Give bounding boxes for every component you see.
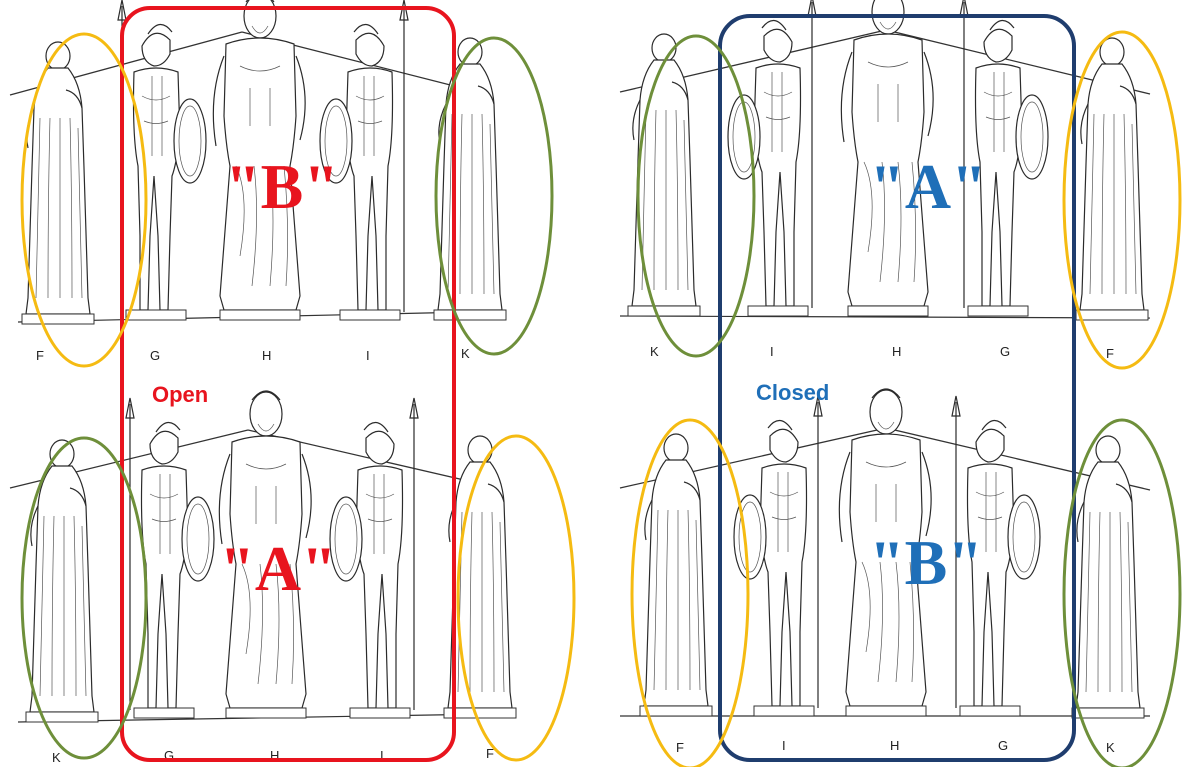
label-b-open: "B" xyxy=(225,151,339,222)
figure-letter: F xyxy=(1106,346,1114,361)
statue-figure xyxy=(639,433,713,717)
statue-figure xyxy=(25,439,99,723)
figure-letter: H xyxy=(892,344,901,359)
figure-letter: G xyxy=(998,738,1008,753)
figure-letter: F xyxy=(486,746,494,761)
figure-letter: H xyxy=(262,348,271,363)
green-ellipse xyxy=(20,436,148,760)
label-a-open: "A" xyxy=(219,533,336,604)
figure-letter: H xyxy=(890,738,899,753)
statue-figure xyxy=(329,397,419,719)
yellow-ellipse xyxy=(20,32,148,368)
statue-figure xyxy=(21,41,95,325)
figure-letter: G xyxy=(150,348,160,363)
figure-letter: K xyxy=(52,750,61,765)
yellow-ellipse xyxy=(630,418,750,767)
figure-letter: F xyxy=(36,348,44,363)
green-ellipse xyxy=(1062,418,1182,767)
figure-letter: I xyxy=(782,738,786,753)
figure-letter: H xyxy=(270,748,279,763)
label-a-closed: "A" xyxy=(869,151,986,222)
closed-label: Closed xyxy=(756,380,829,405)
ground-line xyxy=(619,315,1151,319)
statue-figure xyxy=(727,0,817,317)
panel-top-right: K I H G F xyxy=(619,0,1151,361)
figure-letter: G xyxy=(1000,344,1010,359)
figure-letter: I xyxy=(380,748,384,763)
open-highlight-box xyxy=(120,6,456,762)
figure-letter: I xyxy=(366,348,370,363)
yellow-ellipse xyxy=(1062,30,1182,370)
label-b-closed: "B" xyxy=(869,527,983,598)
figure-letter: I xyxy=(770,344,774,359)
green-ellipse xyxy=(434,36,554,356)
statue-figure xyxy=(1071,435,1145,719)
panel-bottom-left: K G H I F xyxy=(9,390,517,765)
yellow-ellipse xyxy=(456,434,576,762)
figure-letter: K xyxy=(650,344,659,359)
figure-letter: F xyxy=(676,740,684,755)
statue-figure xyxy=(117,0,207,321)
closed-highlight-box xyxy=(718,14,1076,762)
open-label: Open xyxy=(152,382,208,407)
figure-letter: G xyxy=(164,748,174,763)
figure-letter: K xyxy=(461,346,470,361)
figure-letter: K xyxy=(1106,740,1115,755)
panel-top-left: F G H I K xyxy=(9,0,507,363)
green-ellipse xyxy=(636,34,756,358)
statue-figure xyxy=(1075,37,1149,321)
panel-bottom-right: F I H G K xyxy=(619,388,1151,755)
